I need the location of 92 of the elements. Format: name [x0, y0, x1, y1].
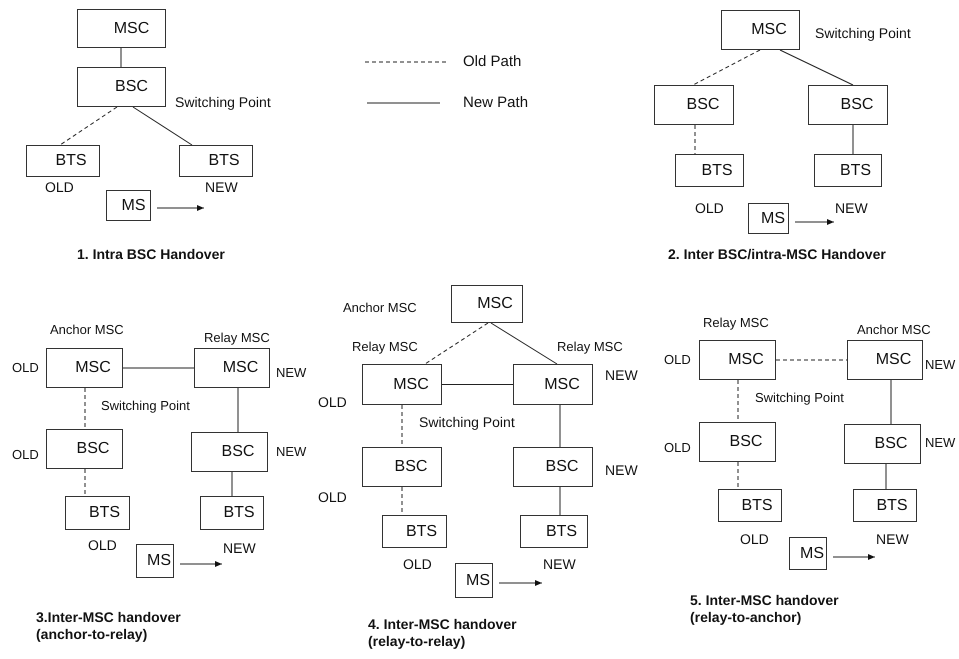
- connection-line: [890, 380, 892, 424]
- network-element-box: MSC: [699, 340, 776, 380]
- panel-caption: 4. Inter-MSC handover (relay-to-relay): [368, 616, 518, 650]
- network-element-box: BSC: [513, 447, 593, 487]
- connection-line: [60, 106, 118, 146]
- panel-caption: 5. Inter-MSC handover (relay-to-anchor): [690, 592, 840, 626]
- connection-line: [84, 468, 86, 496]
- annotation-label: Anchor MSC: [343, 300, 417, 316]
- network-element-box: BSC: [46, 429, 123, 469]
- connection-line: [490, 322, 558, 364]
- annotation-label: Switching Point: [175, 94, 271, 111]
- annotation-label: Relay MSC: [352, 339, 418, 355]
- annotation-label: OLD: [45, 179, 74, 196]
- network-element-box: MS: [455, 563, 493, 598]
- network-element-box: MS: [748, 203, 789, 234]
- network-element-box: BSC: [191, 432, 268, 472]
- network-element-box: MS: [136, 544, 174, 578]
- annotation-label: Switching Point: [755, 390, 844, 406]
- annotation-label: Switching Point: [101, 398, 190, 414]
- annotation-label: OLD: [403, 556, 432, 573]
- annotation-label: Switching Point: [419, 414, 515, 431]
- annotation-label: NEW: [276, 365, 306, 381]
- network-element-box: BSC: [844, 424, 921, 464]
- network-element-box: BTS: [200, 496, 264, 530]
- annotation-label: OLD: [12, 360, 39, 376]
- position-label: NEW: [543, 556, 578, 586]
- connection-line: [120, 48, 122, 68]
- annotation-label: Anchor MSC: [50, 322, 124, 338]
- network-element-box: BSC: [699, 422, 776, 462]
- panel-caption: 1. Intra BSC Handover: [77, 246, 226, 263]
- movement-arrow: [498, 580, 542, 586]
- position-label: NEW: [205, 179, 240, 211]
- legend-label: New Path: [463, 94, 528, 112]
- network-element-box: BTS: [814, 154, 882, 187]
- network-element-box: MS: [106, 190, 151, 221]
- network-element-box: MSC: [847, 340, 923, 380]
- network-element-box: BTS: [382, 515, 447, 548]
- annotation-label: NEW: [276, 444, 306, 460]
- network-element-box: BSC: [808, 85, 888, 125]
- movement-arrow: [180, 561, 222, 567]
- network-element-box: MS: [789, 537, 827, 570]
- network-element-box: BSC: [77, 67, 166, 107]
- annotation-label: OLD: [12, 447, 39, 463]
- annotation-label: OLD: [664, 440, 691, 456]
- network-element-box: MSC: [513, 364, 593, 405]
- connection-line: [424, 322, 488, 364]
- annotation-label: OLD: [88, 537, 117, 554]
- connection-line: [780, 50, 854, 86]
- annotation-label: OLD: [318, 489, 347, 506]
- connection-line: [442, 384, 514, 385]
- network-element-box: BTS: [65, 496, 130, 530]
- annotation-label: OLD: [695, 200, 724, 217]
- annotation-label: OLD: [664, 352, 691, 368]
- network-element-box: BTS: [718, 489, 782, 522]
- connection-line: [84, 388, 86, 430]
- connection-line: [852, 124, 854, 154]
- annotation-label: NEW: [605, 367, 638, 384]
- movement-arrow: [156, 205, 204, 211]
- network-element-box: BTS: [853, 489, 917, 522]
- annotation-label: NEW: [925, 357, 956, 373]
- annotation-label: OLD: [740, 531, 769, 548]
- annotation-label: NEW: [925, 435, 956, 451]
- network-element-box: MSC: [721, 10, 800, 50]
- panel-caption: 3.Inter-MSC handover (anchor-to-relay): [36, 609, 182, 643]
- network-element-box: BTS: [675, 154, 744, 187]
- annotation-label: Anchor MSC: [857, 322, 931, 338]
- network-element-box: MSC: [77, 9, 166, 48]
- annotation-label: Relay MSC: [204, 330, 270, 346]
- network-element-box: MSC: [46, 348, 123, 388]
- position-label: NEW: [223, 540, 258, 567]
- network-element-box: MSC: [451, 285, 523, 323]
- movement-arrow: [794, 219, 834, 225]
- annotation-label: Relay MSC: [703, 315, 769, 331]
- network-element-box: BSC: [362, 447, 442, 487]
- network-element-box: BTS: [26, 145, 100, 177]
- annotation-label: OLD: [318, 394, 347, 411]
- legend-label: Old Path: [463, 53, 522, 71]
- annotation-label: Relay MSC: [557, 339, 623, 355]
- position-label: NEW: [876, 531, 911, 560]
- network-element-box: MSC: [362, 364, 442, 405]
- movement-arrow: [832, 554, 876, 560]
- position-label: NEW: [835, 200, 870, 225]
- network-element-box: BTS: [520, 515, 588, 548]
- network-element-box: MSC: [194, 348, 270, 388]
- annotation-label: NEW: [605, 462, 638, 479]
- connection-line: [132, 106, 192, 146]
- network-element-box: BSC: [654, 85, 734, 125]
- network-element-box: BTS: [179, 145, 253, 177]
- connection-line: [694, 124, 696, 154]
- panel-caption: 2. Inter BSC/intra-MSC Handover: [668, 246, 887, 263]
- connection-line: [692, 50, 760, 86]
- annotation-label: Switching Point: [815, 25, 911, 42]
